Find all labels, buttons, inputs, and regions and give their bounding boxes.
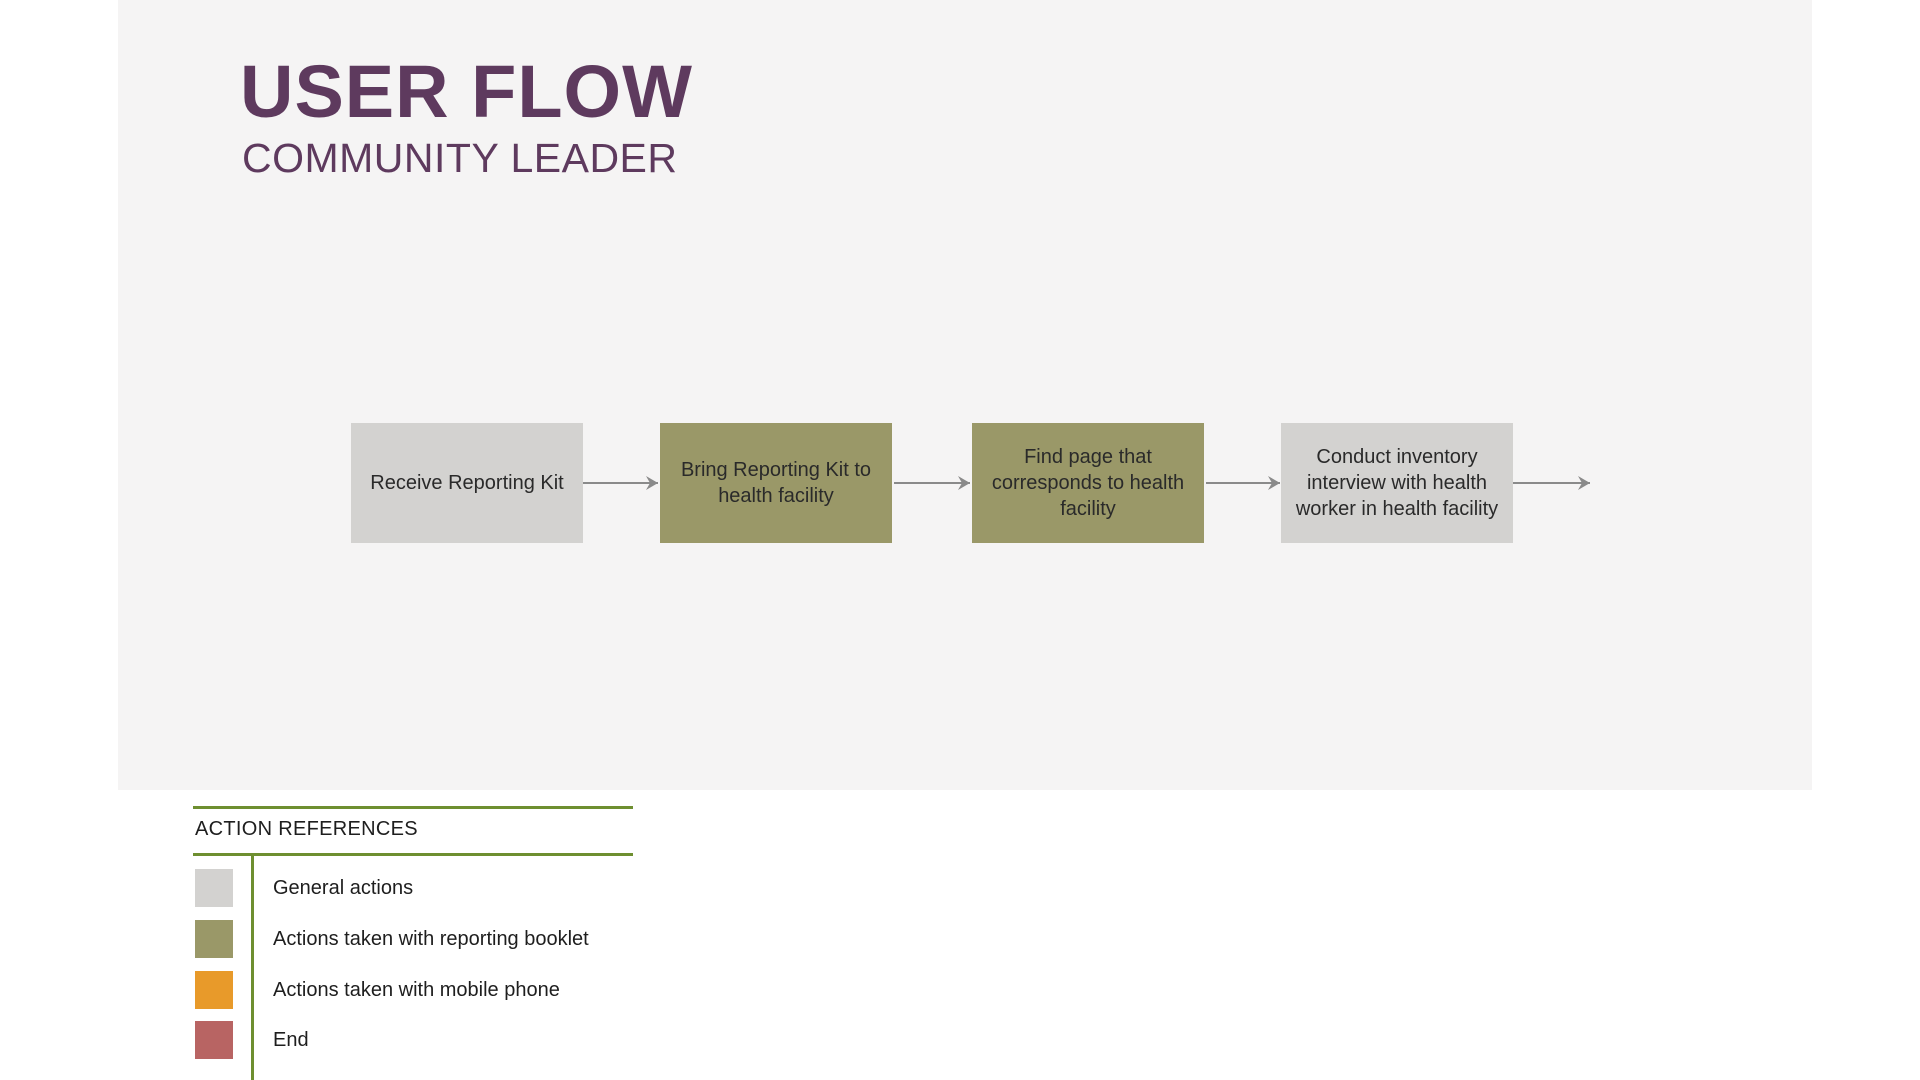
legend-label-booklet: Actions taken with reporting booklet (273, 928, 589, 950)
legend-swatch-end (195, 1021, 233, 1059)
legend-label-end: End (273, 1029, 309, 1051)
legend-item-end: End (193, 1021, 633, 1059)
legend-title: ACTION REFERENCES (195, 818, 418, 840)
legend-swatch-general (195, 869, 233, 907)
legend-label-general: General actions (273, 877, 414, 899)
diagram-panel (118, 0, 1812, 790)
flow-step-label: Bring Reporting Kit to health facility (680, 459, 872, 507)
legend-vertical-divider (251, 856, 254, 1080)
legend-divider-bottom (193, 853, 633, 856)
legend-divider-top (193, 806, 633, 809)
legend-item-booklet: Actions taken with reporting booklet (193, 920, 633, 958)
flow-step-receive-kit: Receive Reporting Kit (351, 423, 583, 543)
legend-item-mobile: Actions taken with mobile phone (193, 971, 633, 1009)
flow-step-bring-kit: Bring Reporting Kit to health facility (660, 423, 892, 543)
legend-item-general: General actions (193, 869, 633, 907)
legend-swatch-booklet (195, 920, 233, 958)
legend-swatch-mobile (195, 971, 233, 1009)
flow-step-label: Conduct inventory interview with health … (1295, 446, 1499, 520)
flow-step-label: Receive Reporting Kit (370, 472, 564, 494)
legend-label-mobile: Actions taken with mobile phone (273, 979, 560, 1001)
page-subtitle: COMMUNITY LEADER (242, 135, 678, 181)
flow-step-label: Find page that corresponds to health fac… (991, 446, 1185, 520)
flow-step-find-page: Find page that corresponds to health fac… (972, 423, 1204, 543)
flow-step-conduct-interview: Conduct inventory interview with health … (1281, 423, 1513, 543)
page-title: USER FLOW (240, 50, 693, 133)
